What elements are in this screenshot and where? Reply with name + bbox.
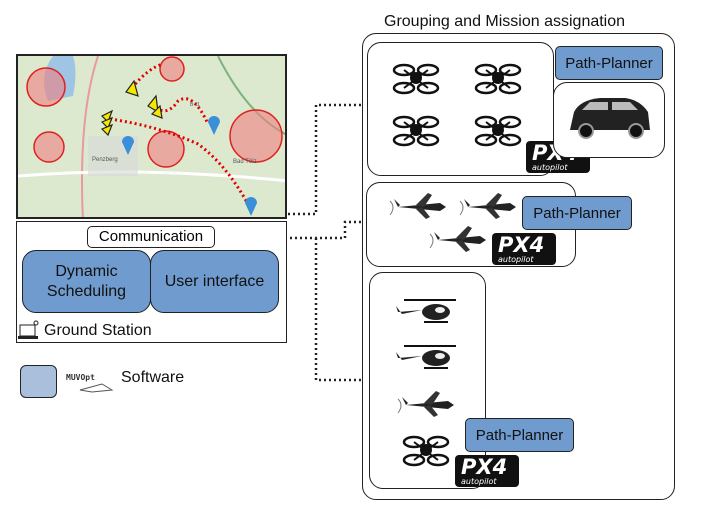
quadcopter-icon [402,435,450,467]
px4-autopilot-logo: PX4 autopilot [492,233,556,265]
diagram-title: Grouping and Mission assignation [384,13,626,30]
connector-map-group1 [288,103,365,216]
routes [109,62,252,209]
town-label: Penzberg [92,157,118,163]
helicopter-icon [395,345,457,369]
px4-autopilot-logo: PX4 autopilot [455,455,519,487]
group-1-path-planner[interactable]: Path-Planner [555,46,663,80]
communication-module[interactable]: Communication [87,226,215,248]
town-label: Bad Tölz [233,159,257,165]
drone-markers [100,79,163,137]
road-label: B 11 [190,102,200,108]
group-3-path-planner[interactable]: Path-Planner [465,418,574,452]
connector-comm-group3 [314,238,369,382]
ground-station-label: Ground Station [44,322,152,339]
waypoint-markers [122,116,257,216]
dynamic-scheduling-module[interactable]: Dynamic Scheduling [22,250,151,313]
no-fly-zones [26,56,283,168]
legend-software-label: Software [121,369,185,386]
group-1-box[interactable] [367,42,554,176]
user-interface-module[interactable]: User interface [150,250,279,313]
fixed-wing-icon [397,390,455,418]
legend-software-swatch [20,365,57,398]
svg-text:MUVOpt: MUVOpt [66,373,95,382]
mission-map[interactable]: Penzberg Bad Tölz B 11 [16,54,287,219]
helicopter-icon [395,299,457,323]
muvopt-logo: MUVOpt [62,370,118,394]
group-2-path-planner[interactable]: Path-Planner [522,196,632,230]
ground-station-icon [18,320,40,340]
